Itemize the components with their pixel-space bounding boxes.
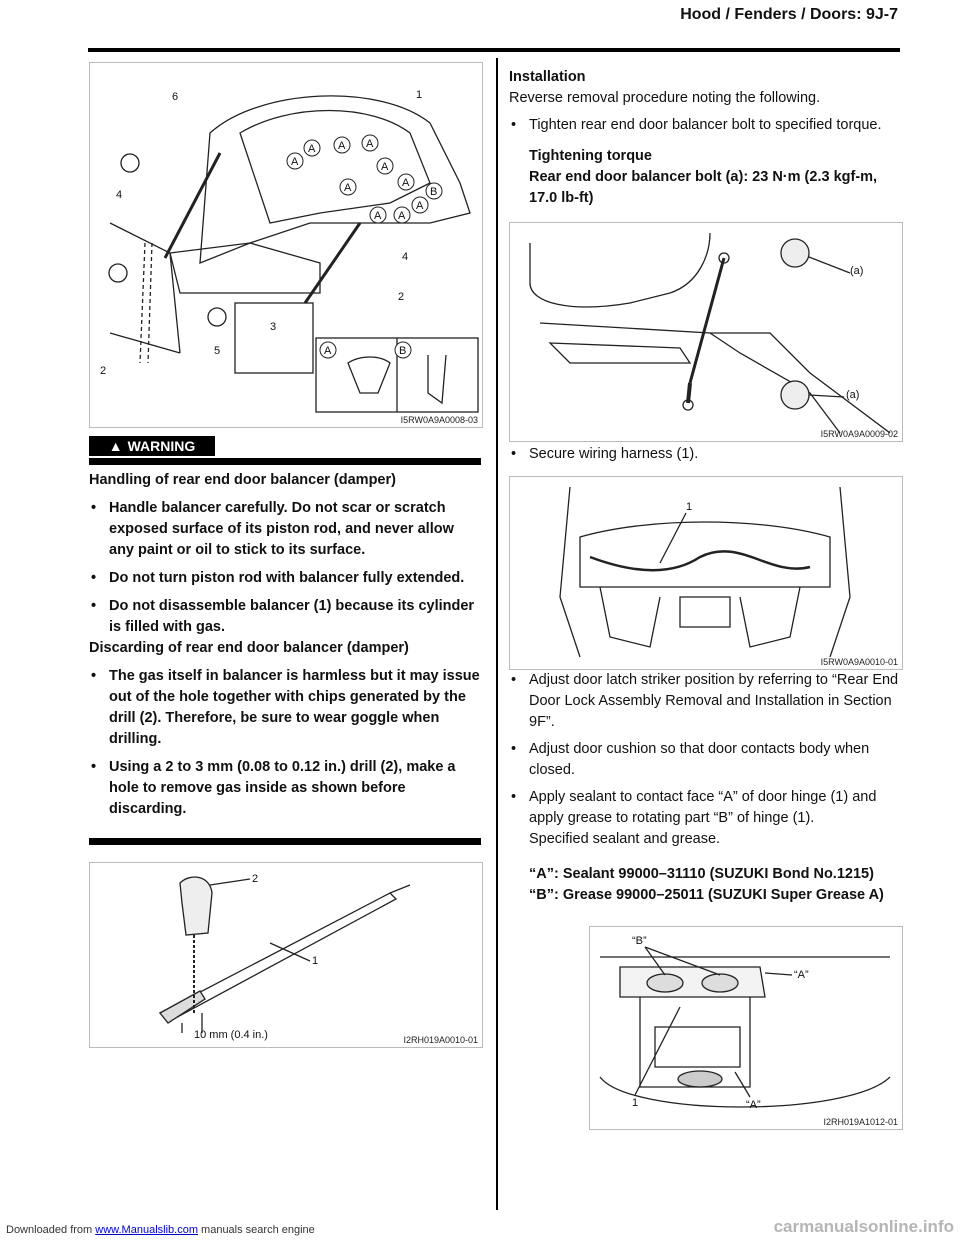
svg-text:A: A <box>291 156 299 168</box>
svg-text:A: A <box>381 161 389 173</box>
install-bullet: Apply sealant to contact face “A” of doo… <box>509 787 901 829</box>
fig1-callout-2a: 2 <box>398 291 405 303</box>
install-bullet: Adjust door cushion so that door contact… <box>509 739 901 781</box>
figure-rear-door-balancer: A A A A A A A B A A A A B 6 1 4 4 2 3 5 … <box>89 62 483 428</box>
torque-heading: Tightening torque <box>529 148 652 164</box>
fig5-code: I2RH019A1012-01 <box>823 1117 898 1127</box>
warning-bullet: Handle balancer carefully. Do not scar o… <box>89 498 481 561</box>
install-section-bottom: Adjust door latch striker position by re… <box>509 670 901 906</box>
install-bullet: Tighten rear end door balancer bolt to s… <box>509 115 901 136</box>
fig1-callout-4b: 4 <box>402 251 409 263</box>
install-title: Installation <box>509 69 586 85</box>
warning-title: Handling of rear end door balancer (damp… <box>89 472 396 488</box>
svg-text:A: A <box>338 140 346 152</box>
fig1-callout-4a: 4 <box>116 189 123 201</box>
header-rule <box>88 48 900 52</box>
svg-text:A: A <box>344 182 352 194</box>
figure-wiring-harness: 1 I5RW0A9A0010-01 <box>509 476 903 670</box>
svg-text:A: A <box>402 177 410 189</box>
fig3-callout-a-top: (a) <box>850 265 864 277</box>
fig1-callout-1: 1 <box>416 89 423 101</box>
warning-triangle-icon: ▲ <box>108 438 123 454</box>
fig5-callout-1: 1 <box>632 1097 639 1109</box>
download-footer: Downloaded from www.Manualslib.com manua… <box>6 1224 315 1236</box>
fig1-callout-6: 6 <box>172 91 179 103</box>
warning-bullet: The gas itself in balancer is harmless b… <box>89 666 481 750</box>
fig2-callout-2: 2 <box>252 873 259 885</box>
fig4-callout-1: 1 <box>686 501 693 513</box>
door-hinge-illustration <box>599 946 891 1108</box>
balancer-drill-illustration <box>158 876 411 1033</box>
fig1-callout-5: 5 <box>214 345 221 357</box>
watermark: carmanualsonline.info <box>773 1217 954 1236</box>
warning-bullet: Do not disassemble balancer (1) because … <box>89 596 481 638</box>
svg-text:A: A <box>324 345 332 357</box>
warning-badge: ▲ WARNING <box>89 436 215 456</box>
balancer-bolts-illustration <box>529 232 891 434</box>
fig3-callout-a-bottom: (a) <box>846 389 860 401</box>
svg-text:A: A <box>308 143 316 155</box>
manualslib-link[interactable]: www.Manualslib.com <box>95 1224 198 1236</box>
spec-grease-b: “B”: Grease 99000–25011 (SUZUKI Super Gr… <box>529 887 884 903</box>
fig1-code: I5RW0A9A0008-03 <box>400 415 478 425</box>
warning-title-2: Discarding of rear end door balancer (da… <box>89 640 409 656</box>
svg-text:A: A <box>398 210 406 222</box>
fig2-callout-1: 1 <box>312 955 319 967</box>
warning-badge-label: WARNING <box>127 438 196 454</box>
fig2-dimension: 10 mm (0.4 in.) <box>194 1029 268 1041</box>
rear-door-illustration: A A A A A A A B A A A A B <box>108 95 479 413</box>
column-divider <box>496 58 498 1210</box>
svg-text:A: A <box>366 138 374 150</box>
figure-balancer-drill: 2 1 10 mm (0.4 in.) I2RH019A0010-01 <box>89 862 483 1048</box>
install-bullet: Adjust door latch striker position by re… <box>509 670 901 733</box>
fig2-code: I2RH019A0010-01 <box>403 1035 478 1045</box>
torque-value: Rear end door balancer bolt (a): 23 N·m … <box>529 169 878 206</box>
fig5-callout-A-right: “A” <box>794 969 809 981</box>
warning-text: Handling of rear end door balancer (damp… <box>89 470 481 827</box>
svg-text:B: B <box>399 345 406 357</box>
install-bullet: Secure wiring harness (1). <box>509 444 901 465</box>
fig5-callout-B: “B” <box>632 935 647 947</box>
spec-heading: Specified sealant and grease. <box>529 831 721 847</box>
warning-top-rule <box>89 458 481 465</box>
footer-suffix: manuals search engine <box>197 1224 315 1236</box>
svg-text:B: B <box>430 186 437 198</box>
page-header-title: Hood / Fenders / Doors: 9J-7 <box>680 6 898 23</box>
svg-text:A: A <box>374 210 382 222</box>
fig1-callout-2b: 2 <box>100 365 107 377</box>
footer-prefix: Downloaded from <box>6 1224 96 1236</box>
figure-door-hinge: “B” “A” “A” 1 I2RH019A1012-01 <box>589 926 903 1130</box>
spec-sealant-a: “A”: Sealant 99000–31110 (SUZUKI Bond No… <box>529 866 874 882</box>
fig1-callout-3: 3 <box>270 321 277 333</box>
install-section-top: Installation Reverse removal procedure n… <box>509 67 901 209</box>
svg-text:A: A <box>416 200 424 212</box>
warning-bullet: Using a 2 to 3 mm (0.08 to 0.12 in.) dri… <box>89 757 481 820</box>
warning-bottom-rule <box>89 838 481 845</box>
fig3-code: I5RW0A9A0009-02 <box>820 429 898 439</box>
install-section-harness: Secure wiring harness (1). <box>509 444 901 465</box>
figure-balancer-bolts: (a) (a) I5RW0A9A0009-02 <box>509 222 903 442</box>
wiring-harness-illustration <box>559 486 851 658</box>
fig5-callout-A-bottom: “A” <box>746 1099 761 1111</box>
fig4-code: I5RW0A9A0010-01 <box>820 657 898 667</box>
install-intro: Reverse removal procedure noting the fol… <box>509 90 821 106</box>
warning-bullet: Do not turn piston rod with balancer ful… <box>89 568 481 589</box>
